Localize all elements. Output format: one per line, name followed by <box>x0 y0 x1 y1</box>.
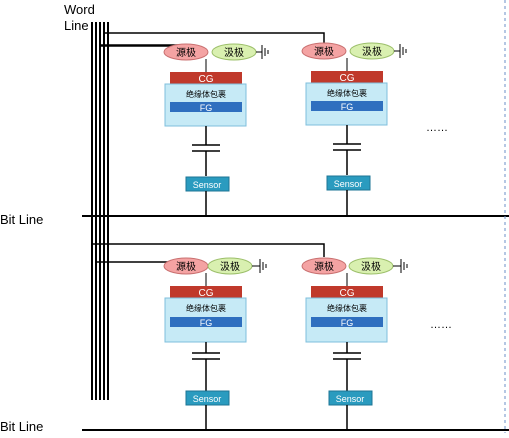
sensor-label: Sensor <box>193 180 222 190</box>
source-terminal <box>301 42 347 60</box>
floating-gate <box>170 102 242 112</box>
drain-label: 汲极 <box>220 260 240 273</box>
source-label: 源极 <box>314 45 334 58</box>
word-line-label-line1: Word <box>64 2 95 17</box>
memory-cell-1: 源极 汲极 CG 绝缘体包裹 FG Sensor <box>163 43 269 216</box>
cg-label: CG <box>340 288 355 299</box>
ground-symbol <box>252 259 267 273</box>
ground-symbol <box>393 259 408 273</box>
control-gate <box>311 71 383 83</box>
source-terminal <box>163 43 209 61</box>
memory-cell-4: 源极 汲极 CG 绝缘体包裹 FG Sensor <box>301 257 408 430</box>
sensor-box <box>326 175 371 191</box>
insulator-label: 绝缘体包裹 <box>327 88 367 98</box>
sensor-label: Sensor <box>193 394 222 404</box>
memory-cell-2: 源极 汲极 CG 绝缘体包裹 FG Sensor <box>301 42 407 216</box>
word-line-label-line2: Line <box>64 18 89 33</box>
control-gate <box>311 286 383 298</box>
cg-label: CG <box>340 73 355 84</box>
insulator-label: 绝缘体包裹 <box>186 89 226 99</box>
drain-label: 汲极 <box>224 46 244 59</box>
ellipsis-bottom: …… <box>430 319 452 331</box>
fg-label: FG <box>200 318 213 328</box>
insulator-label: 绝缘体包裹 <box>327 303 367 313</box>
channel-connector <box>192 342 220 391</box>
source-label: 源极 <box>176 260 196 273</box>
source-label: 源极 <box>176 46 196 59</box>
sensor-label: Sensor <box>336 394 365 404</box>
channel-connector <box>333 342 361 391</box>
channel-connector <box>192 126 220 176</box>
control-gate <box>170 72 242 84</box>
cg-label: CG <box>199 74 214 85</box>
ground-symbol <box>256 45 269 59</box>
fg-label: FG <box>341 102 354 112</box>
cg-label: CG <box>199 288 214 299</box>
sensor-box <box>185 390 230 406</box>
floating-gate <box>311 101 383 111</box>
word-line-bus <box>91 22 109 400</box>
floating-gate <box>170 317 242 327</box>
bit-line-bottom-label: Bit Line <box>0 419 43 433</box>
drain-label: 汲极 <box>362 45 382 58</box>
sensor-label: Sensor <box>334 179 363 189</box>
ellipsis-top: …… <box>426 122 448 134</box>
fg-label: FG <box>341 318 354 328</box>
sensor-box <box>328 390 373 406</box>
bit-line-top-label: Bit Line <box>0 212 43 227</box>
drain-label: 汲极 <box>361 260 381 273</box>
floating-gate <box>311 317 383 327</box>
word-lines-row-1 <box>100 32 325 47</box>
source-label: 源极 <box>314 260 334 273</box>
source-terminal <box>301 257 347 275</box>
insulator-label: 绝缘体包裹 <box>186 303 226 313</box>
sensor-box <box>185 176 230 192</box>
channel-connector <box>333 125 361 175</box>
ground-symbol <box>394 44 407 58</box>
fg-label: FG <box>200 103 213 113</box>
control-gate <box>170 286 242 298</box>
word-lines-row-2 <box>92 243 325 263</box>
memory-cell-3: 源极 汲极 CG 绝缘体包裹 FG Sensor <box>163 257 267 430</box>
